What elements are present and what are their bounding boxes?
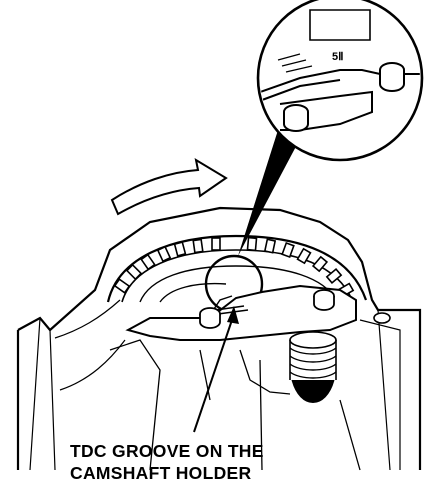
camshaft-holder [125, 284, 391, 341]
rotation-arrow [110, 157, 228, 216]
caption-line-1: TDC GROOVE ON THE [70, 441, 264, 461]
detail-bolt-right [379, 62, 405, 92]
detail-bolt-left [283, 104, 309, 132]
detail-view: 5Ⅱ [256, 0, 424, 162]
caption-line-2: CAMSHAFT HOLDER [70, 463, 252, 483]
holder-bolt-far-right [373, 312, 391, 324]
caption: TDC GROOVE ON THE CAMSHAFT HOLDER [70, 440, 370, 484]
holder-bolt-right [313, 289, 335, 311]
timing-cover [16, 206, 422, 470]
timing-mark-label: 5Ⅱ [332, 51, 344, 63]
leader-arrow [193, 306, 239, 433]
camshaft-journal [289, 331, 337, 403]
holder-bolt-left [199, 307, 221, 329]
